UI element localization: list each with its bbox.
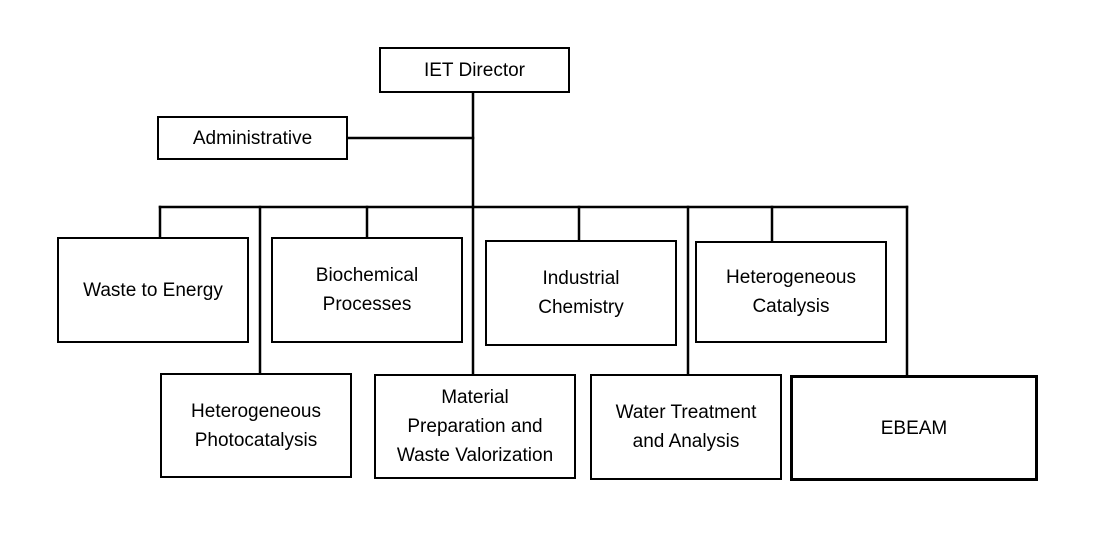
ebeam-box: EBEAM [790, 375, 1038, 481]
waste-to-energy-box: Waste to Energy [57, 237, 249, 343]
industrial-chemistry-box: Industrial Chemistry [485, 240, 677, 346]
heterogeneous-catalysis-box: Heterogeneous Catalysis [695, 241, 887, 343]
biochemical-processes-box: Biochemical Processes [271, 237, 463, 343]
material-preparation-box: Material Preparation and Waste Valorizat… [374, 374, 576, 479]
water-treatment-box: Water Treatment and Analysis [590, 374, 782, 480]
administrative-box: Administrative [157, 116, 348, 160]
heterogeneous-photocatalysis-box: Heterogeneous Photocatalysis [160, 373, 352, 478]
iet-director-box: IET Director [379, 47, 570, 93]
